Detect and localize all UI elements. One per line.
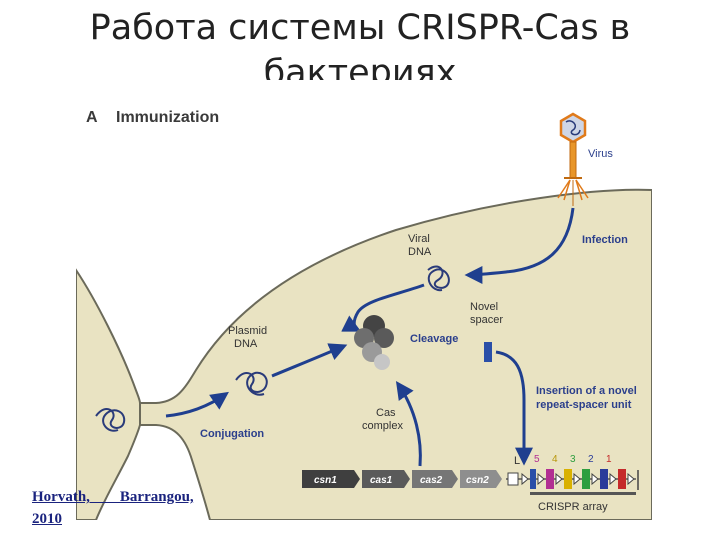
gene-label-cas2: cas2 bbox=[420, 475, 443, 486]
gene-csn1 bbox=[302, 470, 360, 488]
conjugation-plasmid-icon bbox=[95, 408, 126, 432]
spacer-3 bbox=[582, 469, 590, 489]
gene-csn2 bbox=[460, 470, 502, 488]
bacterial-cell-left bbox=[76, 268, 141, 520]
gene-label-cas1: cas1 bbox=[370, 475, 393, 486]
conjugation-arrow bbox=[165, 391, 229, 418]
panel-title: Immunization bbox=[116, 109, 219, 126]
cas-genes-to-complex-arrow bbox=[395, 381, 422, 467]
infection-arrow bbox=[464, 207, 575, 284]
virus-label: Virus bbox=[588, 148, 613, 160]
plasmid-dna-label-line-1: Plasmid bbox=[228, 325, 267, 337]
insertion-label-line-1: Insertion of a novel bbox=[536, 385, 637, 397]
novel-spacer-label-line-2: spacer bbox=[470, 314, 503, 326]
crispr-array bbox=[506, 469, 639, 490]
citation: Horvath, Barrangou, 2010 bbox=[32, 486, 282, 530]
spacer-number-1: 1 bbox=[606, 454, 612, 465]
viral-dna-label-line-2: DNA bbox=[408, 246, 432, 258]
spacer-number-5: 5 bbox=[534, 454, 540, 465]
plasmid-to-cas-arrow bbox=[271, 343, 348, 378]
cas-complex-label-line-1: Cas bbox=[376, 407, 396, 419]
novel-spacer-label-line-1: Novel bbox=[470, 301, 498, 313]
gene-cas1 bbox=[362, 470, 410, 488]
spacer-number-3: 3 bbox=[570, 454, 576, 465]
spacer-number-2: 2 bbox=[588, 454, 594, 465]
panel-letter: A bbox=[86, 109, 98, 126]
viral-dna-to-cas-arrow bbox=[341, 283, 425, 332]
infection-label: Infection bbox=[582, 234, 628, 246]
leader-block bbox=[507, 472, 519, 486]
conjugation-label: Conjugation bbox=[200, 428, 264, 440]
crispr-array-label: CRISPR array bbox=[538, 501, 608, 513]
gene-cas2 bbox=[412, 470, 458, 488]
spacer-4 bbox=[564, 469, 572, 489]
viral-dna-label-line-1: Viral bbox=[408, 233, 430, 245]
cleavage-label: Cleavage bbox=[410, 333, 458, 345]
phage-icon bbox=[557, 112, 589, 206]
plasmid-dna-icon bbox=[235, 371, 268, 396]
cas-operon: csn1 cas1 cas2 csn2 bbox=[302, 470, 502, 488]
spacer-new bbox=[530, 469, 536, 489]
insertion-label-line-2: repeat-spacer unit bbox=[536, 399, 632, 411]
spacer-5 bbox=[546, 469, 554, 489]
plasmid-dna-label-line-2: DNA bbox=[234, 338, 258, 350]
cas-complex-label-line-2: complex bbox=[362, 420, 403, 432]
gene-label-csn2: csn2 bbox=[466, 475, 489, 486]
crispr-immunization-figure: A Immunization Virus Infection Viral DNA bbox=[76, 80, 652, 520]
cas-complex-icon bbox=[354, 315, 394, 370]
novel-spacer-block bbox=[484, 342, 492, 362]
gene-label-csn1: csn1 bbox=[314, 475, 337, 486]
leader-label: L bbox=[514, 455, 520, 467]
viral-dna-icon bbox=[427, 265, 450, 292]
citation-authors: Horvath, Barrangou, bbox=[32, 489, 194, 505]
citation-year: 2010 bbox=[32, 511, 62, 527]
spacer-1 bbox=[618, 469, 626, 489]
spacer-number-4: 4 bbox=[552, 454, 558, 465]
crispr-array-bracket bbox=[530, 492, 636, 495]
slide-title-line-1: Работа системы CRISPR-Cas в bbox=[89, 8, 631, 48]
spacer-2 bbox=[600, 469, 608, 489]
slide-title: Работа системы CRISPR-Cas в бактериях bbox=[0, 6, 720, 96]
crispr-diagram: A Immunization Virus Infection Viral DNA bbox=[76, 80, 652, 520]
insertion-arrow bbox=[495, 350, 533, 466]
